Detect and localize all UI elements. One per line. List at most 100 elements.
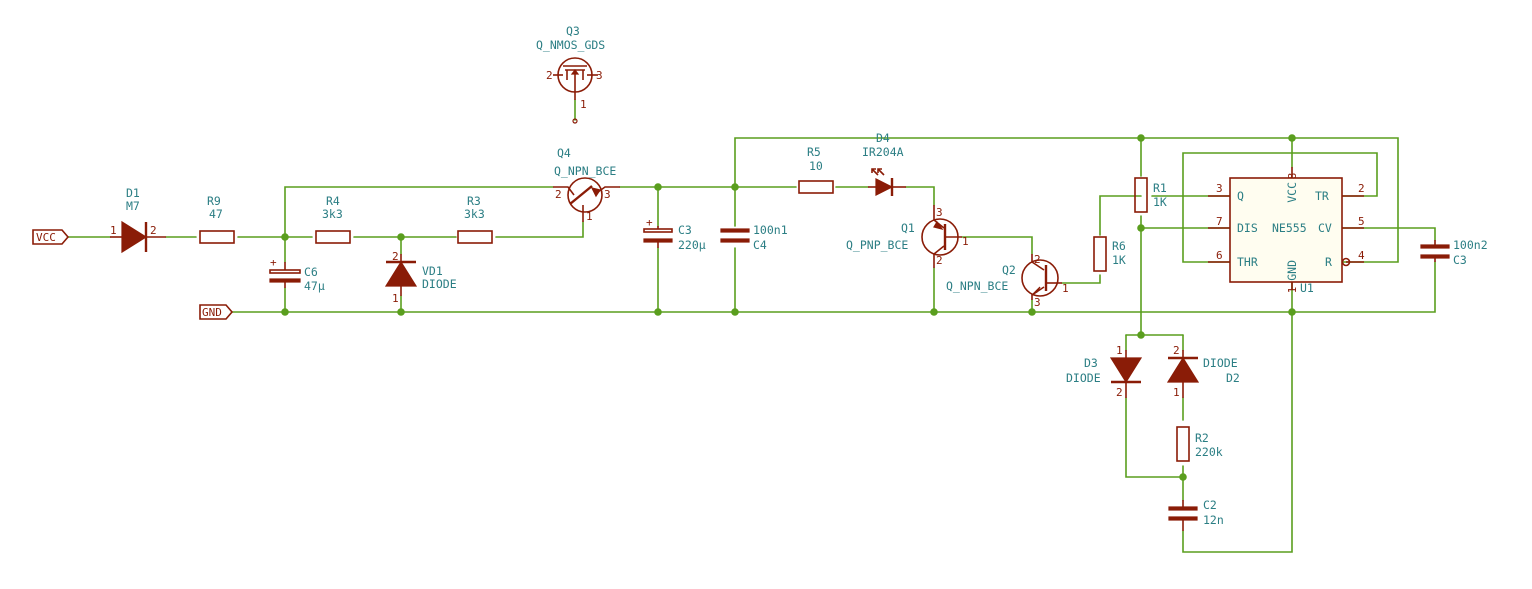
value-label: M7 xyxy=(126,199,140,213)
pin-number: 3 xyxy=(936,206,943,219)
junction-dot xyxy=(654,183,662,191)
transistor-q4: Q4 Q_NPN_BCE 2 3 1 xyxy=(553,146,620,223)
ic-pin-label-q: Q xyxy=(1237,189,1244,203)
net-label-vcc: VCC xyxy=(32,229,70,245)
ic-u1-ne555: Q DIS THR TR CV R VCC GND NE555 U1 3 7 6… xyxy=(1208,167,1365,295)
pin-number: 3 xyxy=(604,188,611,201)
cap-plate-neg xyxy=(643,238,673,243)
ic-pin-label-cv: CV xyxy=(1318,221,1332,235)
value-label: 47µ xyxy=(304,279,325,293)
junction-dot xyxy=(1137,224,1145,232)
diode-body xyxy=(384,260,418,287)
polarity-plus: + xyxy=(646,216,653,229)
junction-dot xyxy=(1288,308,1296,316)
lead xyxy=(1031,286,1045,300)
value-label: 220µ xyxy=(678,238,706,252)
capacitor-c3-ceramic: 100n2 C3 xyxy=(1420,238,1488,267)
pin-number: 6 xyxy=(1216,249,1223,262)
ic-pin-label-gnd: GND xyxy=(1285,260,1299,281)
wire xyxy=(1061,274,1101,284)
pin-number: 1 xyxy=(110,224,117,237)
value-label: 3k3 xyxy=(464,207,485,221)
capacitor-c3-electrolytic: + C3 220µ xyxy=(643,216,706,252)
value-label: 10 xyxy=(809,159,823,173)
pin-number: 3 xyxy=(596,69,603,82)
resistor-r6: R6 1K xyxy=(1093,236,1126,272)
ic-pin-label-thr: THR xyxy=(1237,255,1258,269)
net-label-text: VCC xyxy=(36,231,56,244)
ic-pin-label-dis: DIS xyxy=(1237,221,1258,235)
ref-label: R3 xyxy=(467,194,481,208)
wire xyxy=(231,261,1436,313)
ic-pin-label-tr: TR xyxy=(1315,189,1329,203)
pin-number: 2 xyxy=(1034,253,1041,266)
pin-number: 5 xyxy=(1358,215,1365,228)
emission-ray xyxy=(877,168,885,176)
pin-number: 3 xyxy=(1216,182,1223,195)
resistor-body xyxy=(1093,236,1107,272)
diode-d3: 1 2 D3 DIODE xyxy=(1066,344,1143,399)
pin-number: 2 xyxy=(1358,182,1365,195)
cap-plate-pos xyxy=(269,269,301,274)
diode-d1: 1 2 D1 M7 xyxy=(110,186,166,254)
wire-end xyxy=(572,118,578,124)
cap-plate-neg xyxy=(269,278,301,283)
wire xyxy=(905,186,935,206)
value-label: Q_NPN_BCE xyxy=(554,164,616,178)
transistor-circle xyxy=(567,177,603,213)
value-label: 220k xyxy=(1195,445,1223,459)
ref-label: Q4 xyxy=(557,146,571,160)
value-label: DIODE xyxy=(1203,356,1238,370)
emitter-arrow xyxy=(1032,286,1041,295)
junction-dot xyxy=(930,308,938,316)
wire xyxy=(1182,281,1293,553)
ref-label: R5 xyxy=(807,145,821,159)
ref-label: R9 xyxy=(207,194,221,208)
net-label-shape xyxy=(32,229,70,245)
junction-dot xyxy=(1137,331,1145,339)
value-label: 12n xyxy=(1203,513,1224,527)
ray-head xyxy=(877,168,882,173)
wires xyxy=(67,99,1436,553)
ref-label: Q3 xyxy=(566,24,580,38)
ray-head xyxy=(871,168,876,173)
cap-plate xyxy=(720,228,750,233)
diode-body xyxy=(1166,356,1200,383)
ref-label: D2 xyxy=(1226,371,1240,385)
cap-plate xyxy=(1420,244,1450,249)
resistor-r4: R4 3k3 xyxy=(315,194,351,244)
junction-dot xyxy=(731,308,739,316)
ic-pin-label-vcc: VCC xyxy=(1285,182,1299,203)
value-label: 3k3 xyxy=(322,207,343,221)
resistor-body xyxy=(457,230,493,244)
pin-number: 2 xyxy=(936,254,943,267)
cap-plate-pos xyxy=(643,228,673,233)
ref-label: Q1 xyxy=(901,221,915,235)
junction-dot xyxy=(397,233,405,241)
wire xyxy=(284,186,554,238)
value-label: 100n2 xyxy=(1453,238,1488,252)
wire xyxy=(1125,397,1184,478)
junction-dot xyxy=(397,308,405,316)
pin-number: 8 xyxy=(1286,173,1299,180)
pin-number: 1 xyxy=(580,98,587,111)
resistor-r2: R2 220k xyxy=(1176,426,1223,462)
pin-number: 1 xyxy=(962,235,969,248)
diode-body xyxy=(121,220,148,254)
ref-label: C3 xyxy=(678,223,692,237)
value-label: DIODE xyxy=(1066,371,1101,385)
pin-number: 4 xyxy=(1358,249,1365,262)
ref-label: VD1 xyxy=(422,264,443,278)
junction-dot xyxy=(1179,473,1187,481)
diode-body xyxy=(1109,357,1143,384)
polarity-plus: + xyxy=(270,256,277,269)
value-label: 47 xyxy=(209,207,223,221)
value-label: Q_PNP_BCE xyxy=(846,238,908,252)
ic-body xyxy=(1229,177,1343,283)
pin-number: 1 xyxy=(586,210,593,223)
junction-dot xyxy=(281,233,289,241)
value-label: 1K xyxy=(1153,195,1167,209)
pin-number: 2 xyxy=(546,69,553,82)
pin-number: 1 xyxy=(392,292,399,305)
